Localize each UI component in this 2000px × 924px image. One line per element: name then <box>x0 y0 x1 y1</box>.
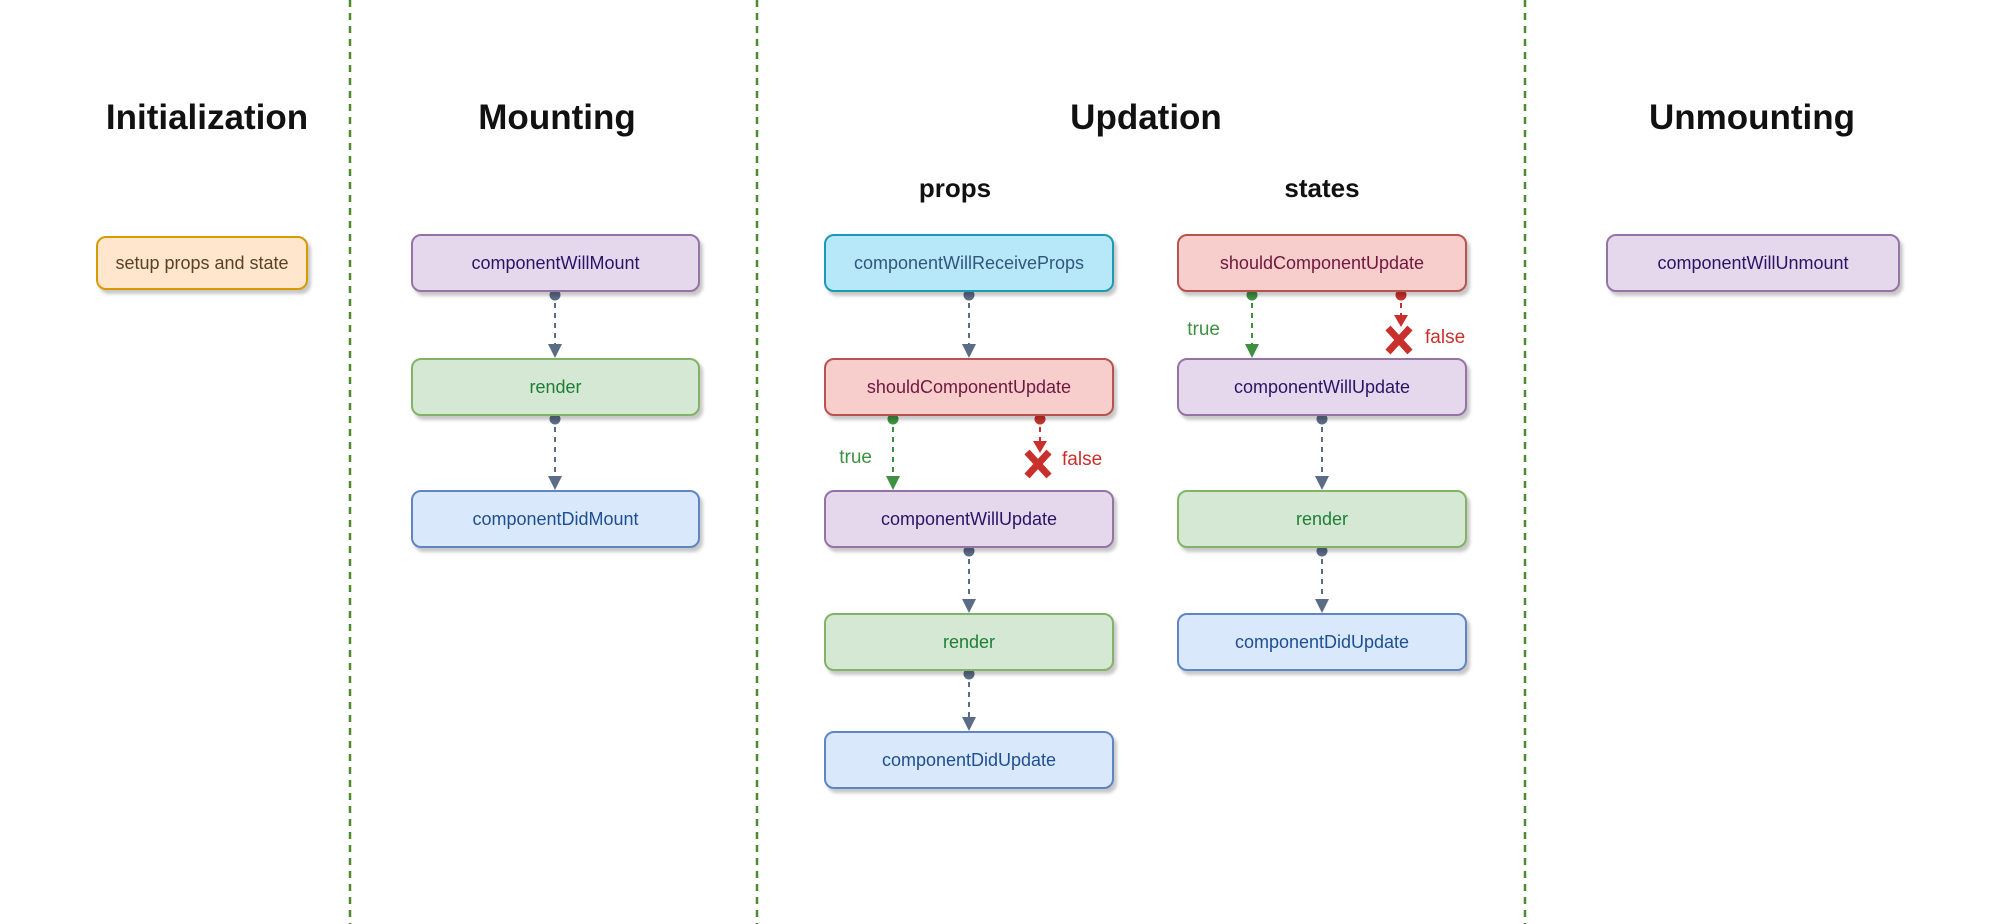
column-header-states: states <box>1284 173 1360 203</box>
node-componentDidMount: componentDidMount <box>411 490 700 548</box>
section-title-updation: Updation <box>1070 98 1222 137</box>
arrow-states-willupdate-to-render <box>1315 413 1329 490</box>
node-componentDidUpdate-props: componentDidUpdate <box>824 731 1114 789</box>
branch-label-false-props: false <box>1062 449 1103 470</box>
arrow-states-render-to-didupdate <box>1315 545 1329 613</box>
node-render-states: render <box>1177 490 1467 548</box>
branch-label-true-states: true <box>1187 319 1220 340</box>
node-componentWillReceiveProps: componentWillReceiveProps <box>824 234 1114 292</box>
node-render-props: render <box>824 613 1114 671</box>
arrow-render-to-didmount <box>548 413 562 490</box>
section-title-unmounting: Unmounting <box>1648 98 1856 137</box>
node-shouldComponentUpdate-states: shouldComponentUpdate <box>1177 234 1467 292</box>
arrow-states-true-branch <box>1245 289 1259 358</box>
node-componentDidUpdate-states: componentDidUpdate <box>1177 613 1467 671</box>
section-title-mounting: Mounting <box>478 98 636 137</box>
node-componentWillUpdate-props: componentWillUpdate <box>824 490 1114 548</box>
node-render-mounting: render <box>411 358 700 416</box>
node-componentWillUnmount: componentWillUnmount <box>1606 234 1900 292</box>
false-cross-icon <box>1024 449 1052 479</box>
arrow-wrp-to-shouldupdate <box>962 289 976 358</box>
branch-label-false-states: false <box>1425 327 1466 348</box>
arrow-states-false-branch <box>1385 289 1413 355</box>
node-setup-props-and-state: setup props and state <box>96 236 308 290</box>
arrow-props-false-branch <box>1024 413 1052 479</box>
arrow-props-willupdate-to-render <box>962 545 976 613</box>
false-cross-icon <box>1385 325 1413 355</box>
node-componentWillMount: componentWillMount <box>411 234 700 292</box>
section-title-initialization: Initialization <box>105 98 309 137</box>
branch-label-true-props: true <box>839 447 872 468</box>
arrow-props-render-to-didupdate <box>962 668 976 731</box>
node-componentWillUpdate-states: componentWillUpdate <box>1177 358 1467 416</box>
column-header-props: props <box>918 173 992 203</box>
arrow-props-true-branch <box>886 413 900 490</box>
node-shouldComponentUpdate-props: shouldComponentUpdate <box>824 358 1114 416</box>
arrow-willmount-to-render <box>548 289 562 358</box>
